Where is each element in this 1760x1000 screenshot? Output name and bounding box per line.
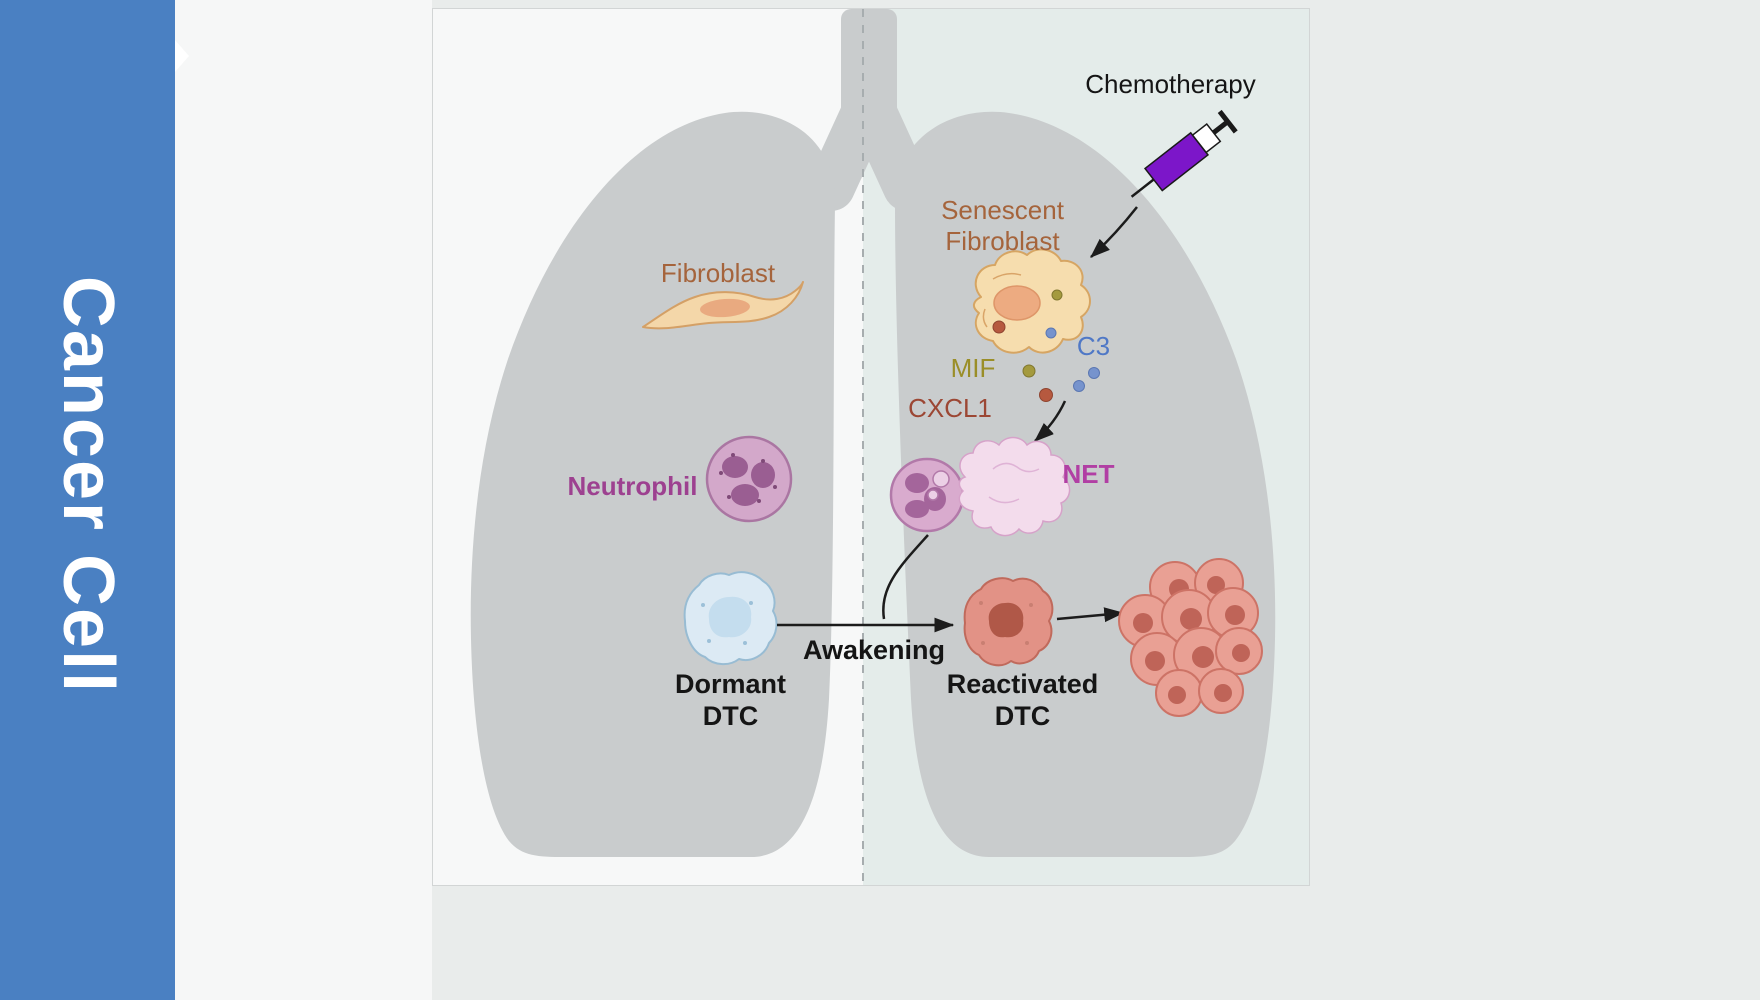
tumor-cell xyxy=(1215,627,1263,675)
graphical-abstract-panel: Chemotherapy Senescent Fibroblast C3 MIF… xyxy=(432,8,1310,886)
arrow-chemo-to-fibroblast xyxy=(1090,206,1138,258)
net-fibers xyxy=(988,462,1040,504)
cxcl1-dot xyxy=(1039,388,1053,402)
label-awakening: Awakening xyxy=(802,635,946,665)
journal-banner: Cancer Cell xyxy=(0,0,175,1000)
reactivated-dtc-cell xyxy=(963,577,1054,667)
tumor-cell xyxy=(1173,627,1229,683)
label-neutrophil: Neutrophil xyxy=(567,471,698,501)
label-reactivated-dtc: Reactivated DTC xyxy=(946,669,1099,731)
net-cloud xyxy=(958,436,1071,537)
tumor-cluster xyxy=(1118,558,1263,717)
arrow-net-to-awakening xyxy=(882,534,929,620)
banner-notch xyxy=(175,40,189,72)
senescence-marks xyxy=(982,272,1022,328)
label-c3: C3 xyxy=(1076,331,1111,361)
neutrophil-cell xyxy=(705,435,793,523)
syringe-plunger-handle xyxy=(1217,109,1238,134)
label-dormant-dtc: Dormant DTC xyxy=(674,669,786,731)
dormant-dtc-speckles xyxy=(701,601,753,645)
label-cxcl1: CXCL1 xyxy=(908,393,992,423)
senescent-fibroblast-cell xyxy=(973,248,1091,354)
label-chemotherapy: Chemotherapy xyxy=(1085,69,1256,99)
arrow-to-tumor xyxy=(1056,607,1125,623)
cxcl1-dot xyxy=(992,320,1006,334)
reactivated-dtc-nucleus xyxy=(988,602,1024,638)
reactivated-dtc-speckles xyxy=(979,601,1033,645)
page-margin-strip xyxy=(175,0,432,1000)
vesicle xyxy=(927,489,939,501)
vesicle xyxy=(932,470,950,488)
arrow-molecules-to-net xyxy=(1034,400,1067,442)
net-structure xyxy=(889,436,1071,537)
tumor-cell xyxy=(1198,668,1244,714)
syringe-icon xyxy=(1130,109,1238,198)
tumor-cell xyxy=(1155,669,1203,717)
journal-title: Cancer Cell xyxy=(47,275,128,695)
fibroblast-cell xyxy=(642,281,804,330)
syringe-needle xyxy=(1130,178,1155,198)
secreted-molecules xyxy=(1022,364,1100,402)
c3-dot xyxy=(1088,367,1100,379)
label-net: NET xyxy=(1062,459,1115,489)
c3-dot xyxy=(1045,327,1057,339)
figure-artwork xyxy=(433,9,1309,885)
c3-dot xyxy=(1073,380,1085,392)
syringe-plunger xyxy=(1211,119,1230,135)
mif-dot xyxy=(1051,289,1063,301)
neutrophil-nucleus xyxy=(722,456,775,506)
label-mif: MIF xyxy=(950,353,996,383)
fibroblast-nucleus xyxy=(700,298,750,318)
label-fibroblast: Fibroblast xyxy=(660,258,776,288)
mif-dot xyxy=(1022,364,1036,378)
label-senescent-fibroblast: Senescent Fibroblast xyxy=(941,195,1064,256)
senescent-fibroblast-nucleus xyxy=(993,285,1041,321)
neutrophil-granules xyxy=(719,453,777,503)
dormant-dtc-cell xyxy=(683,571,778,665)
dormant-dtc-nucleus xyxy=(708,596,752,638)
